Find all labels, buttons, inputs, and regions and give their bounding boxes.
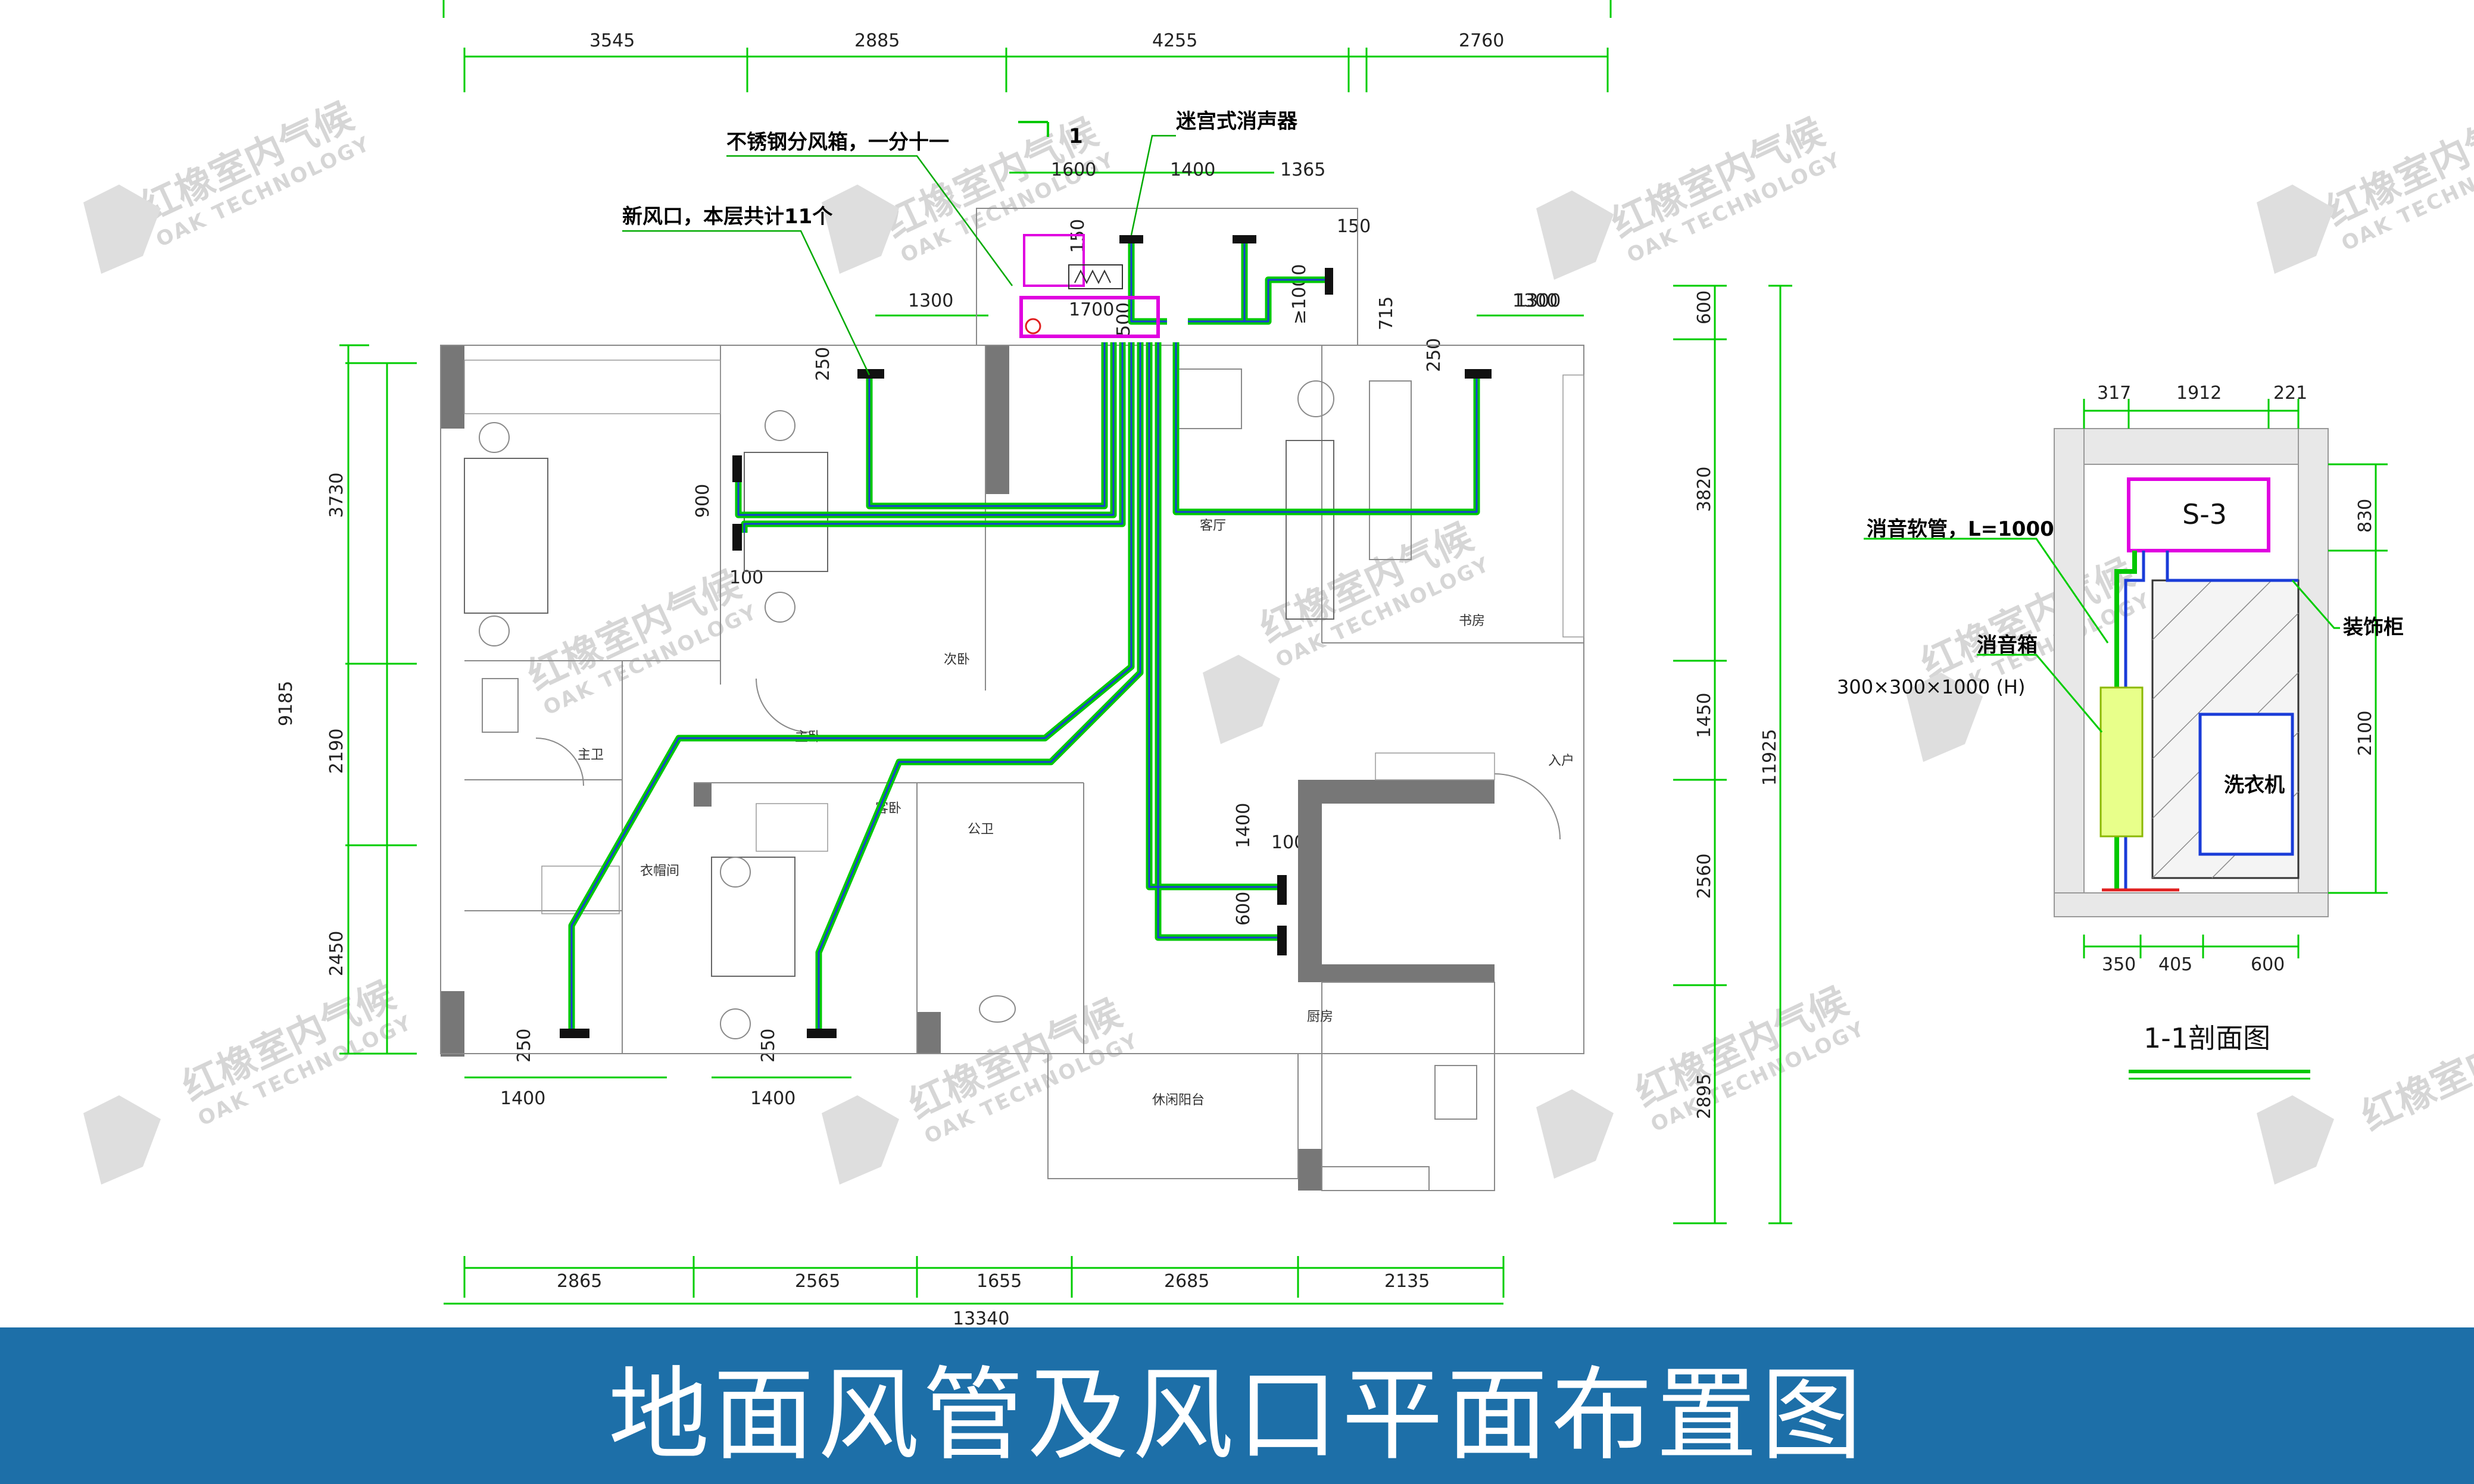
dim-inner: 900 [692, 484, 713, 518]
section-cabinet: 装饰柜 [2343, 616, 2404, 639]
dimension-texts: 3545 2885 4255 2760 2865 2565 1655 2685 … [276, 30, 1780, 1327]
dim-inner: 1300 [1515, 290, 1561, 311]
dim-top-3: 4255 [1152, 30, 1197, 51]
section-dim-top: 1912 [2176, 383, 2222, 404]
plenum-box [1019, 234, 1160, 338]
dim-right-1: 600 [1694, 290, 1715, 324]
dim-right-5: 2895 [1694, 1074, 1715, 1119]
dim-inner: 250 [1424, 338, 1445, 372]
room-label: 入户 [1548, 754, 1574, 768]
dim-inner: 1400 [500, 1088, 545, 1109]
dim-left-3: 2450 [326, 931, 347, 976]
dim-inner: 1400 [750, 1088, 795, 1109]
dim-right-2: 3820 [1694, 467, 1715, 512]
page-title: 地面风管及风口平面布置图 [608, 1356, 1866, 1474]
room-label: 休闲阳台 [1152, 1093, 1205, 1108]
section-washer: 洗衣机 [2224, 773, 2285, 797]
room-label: 次卧 [944, 652, 970, 667]
dim-bottom-3: 1655 [977, 1271, 1022, 1292]
section-muffler-size: 300×300×1000 (H) [1837, 676, 2025, 698]
dim-inner: 1365 [1280, 160, 1325, 180]
room-label: 公卫 [968, 822, 994, 837]
dim-inner: 1400 [1170, 160, 1215, 180]
dim-inner: 250 [514, 1029, 535, 1063]
dim-left-total: 9185 [276, 681, 297, 726]
dim-inner: 600 [1233, 892, 1254, 926]
callouts: 不锈钢分风箱，一分十一 迷宫式消声器 新风口，本层共计11个 [622, 110, 1298, 376]
dim-inner: 1300 [908, 290, 953, 311]
dim-right-3: 1450 [1694, 693, 1715, 738]
dim-top-4: 2760 [1459, 30, 1504, 51]
fresh-air-outlets [560, 235, 1492, 1038]
dim-left-2: 2190 [326, 729, 347, 774]
section-dim-right: 2100 [2355, 711, 2376, 756]
section-dim-bottom: 600 [2251, 954, 2285, 975]
room-label: 厨房 [1307, 1010, 1333, 1024]
section-dim-top: 317 [2097, 383, 2131, 404]
dim-top-2: 2885 [854, 30, 900, 51]
section-dim-top: 221 [2273, 383, 2307, 404]
dim-inner: 715 [1376, 296, 1397, 330]
callout-plenum: 不锈钢分风箱，一分十一 [726, 130, 949, 154]
dim-right-4: 2560 [1694, 854, 1715, 899]
room-label: 客厅 [1200, 518, 1226, 533]
dim-bottom-2: 2565 [795, 1271, 840, 1292]
dim-inner: 100 [729, 567, 763, 588]
dim-bottom-1: 2865 [557, 1271, 602, 1292]
section-flex-duct: 消音软管，L=1000 [1867, 517, 2054, 541]
section-dim-right: 830 [2355, 499, 2376, 533]
dim-inner: 250 [758, 1029, 779, 1063]
dim-bottom-total: 13340 [953, 1308, 1009, 1327]
dim-right-total: 11925 [1759, 729, 1780, 786]
room-labels: 主卧 次卧 客厅 书房 主卫 衣帽间 客卧 公卫 入户 厨房 休闲阳台 [578, 518, 1574, 1108]
callout-silencer: 迷宫式消声器 [1176, 110, 1298, 133]
dim-inner: 1400 [1233, 803, 1254, 848]
callout-fresh-air: 新风口，本层共计11个 [622, 205, 832, 229]
dim-inner: 1700 [1069, 299, 1114, 320]
watermark-cn: 红橡室内气候 [2355, 1003, 2474, 1140]
dim-inner: 150 [1337, 216, 1371, 237]
section-1-1: 洗衣机 S-3 317 1912 221 350 [1837, 383, 2404, 1080]
section-marker: 1 [1018, 121, 1083, 148]
room-label: 主卫 [578, 748, 604, 763]
dimension-lines [339, 0, 1792, 1305]
section-unit: S-3 [2182, 498, 2227, 530]
room-label: 衣帽间 [640, 864, 679, 879]
section-dim-bottom: 350 [2102, 954, 2136, 975]
dim-inner: 1300 [1512, 290, 1558, 311]
walls [441, 345, 1495, 1191]
title-banner: 地面风管及风口平面布置图 [0, 1327, 2474, 1484]
dim-bottom-4: 2685 [1164, 1271, 1209, 1292]
section-title: 1-1剖面图 [2144, 1022, 2270, 1054]
dim-inner: 1600 [1051, 160, 1096, 180]
dim-bottom-5: 2135 [1384, 1271, 1430, 1292]
dim-inner: ≥1000 [1289, 264, 1310, 324]
room-label: 书房 [1459, 614, 1485, 629]
dim-top-1: 3545 [589, 30, 635, 51]
dim-left-1: 3730 [326, 473, 347, 518]
section-muffler-box: 消音箱 [1977, 633, 2038, 657]
section-dim-bottom: 405 [2158, 954, 2192, 975]
dim-inner: 250 [813, 347, 834, 381]
air-ducts [568, 238, 1480, 1030]
section-number: 1 [1069, 124, 1083, 148]
